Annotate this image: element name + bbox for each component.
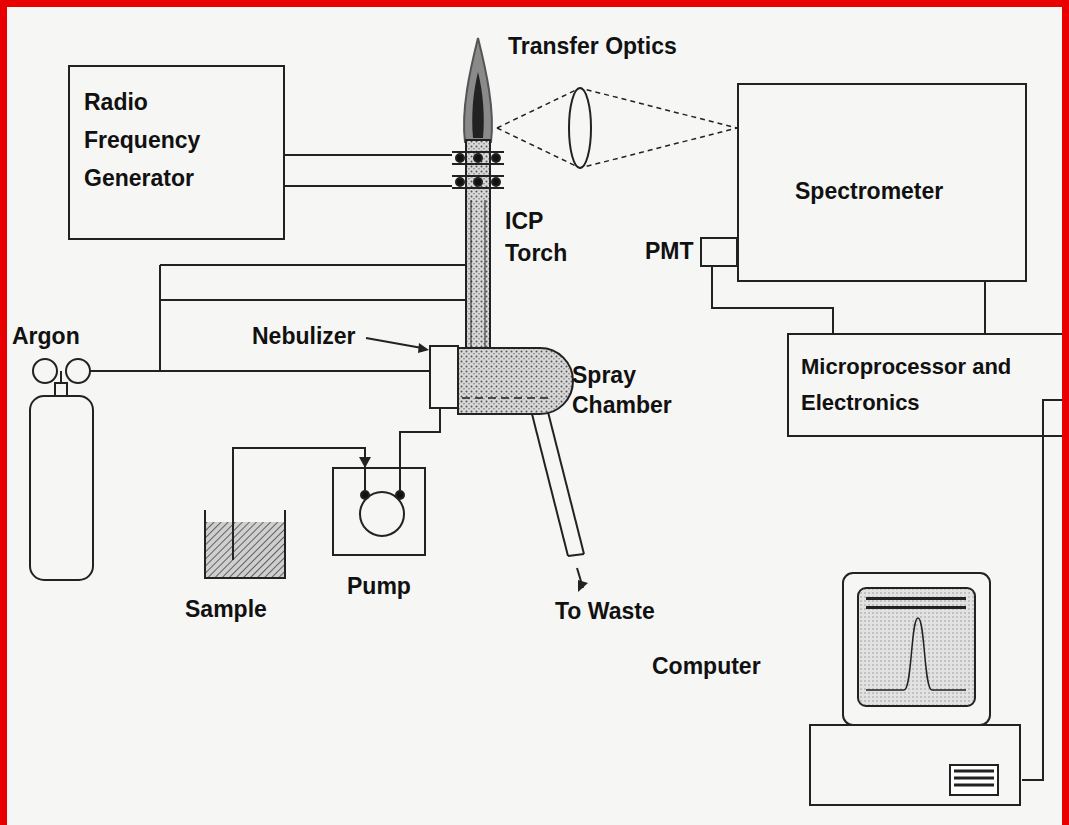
- part-label: Nebulizer: [252, 322, 372, 350]
- page-frame: [0, 0, 7, 825]
- connector: [712, 267, 833, 333]
- gas-line: [159, 265, 161, 371]
- pump-unit: Pump: [333, 468, 425, 600]
- torch-tube: [466, 140, 490, 352]
- connector-line: [712, 267, 833, 333]
- plasma-core: [472, 72, 484, 138]
- spectral-peak: [866, 618, 966, 690]
- gas-cylinder: [30, 396, 93, 580]
- gas-line: [90, 370, 430, 372]
- sample-vessel: Sample: [180, 505, 292, 623]
- computer-unit: Computer: [645, 570, 1022, 808]
- gas-supply: Argon: [10, 322, 105, 584]
- light-path: [497, 128, 737, 168]
- generator-box: Radio Frequency Generator: [68, 65, 285, 240]
- computer-monitor: [843, 573, 990, 725]
- node-label: Microprocessor and Electronics: [801, 349, 1057, 421]
- sample-beaker: [205, 510, 285, 578]
- part-label: ICP Torch: [505, 205, 577, 269]
- rf-wire: [285, 185, 452, 187]
- leader-arrow: [366, 338, 422, 348]
- node-label: Computer: [652, 652, 1022, 680]
- rf-coil: [452, 152, 504, 188]
- drain-tube: [532, 414, 568, 556]
- drain-tube: [548, 412, 584, 554]
- page-frame: [0, 0, 1069, 7]
- light-path: [497, 88, 737, 128]
- processor-box: Microprocessor and Electronics: [787, 333, 1069, 437]
- connector: [233, 448, 371, 505]
- node-label: Sample: [185, 595, 292, 623]
- node-label: Argon: [12, 322, 105, 350]
- node-label: Pump: [347, 572, 425, 600]
- part-label: Spray Chamber: [572, 360, 684, 420]
- computer-base: [810, 725, 1020, 805]
- connector-line: [984, 282, 986, 333]
- pump-body: [333, 468, 425, 555]
- connector-line: [1022, 400, 1069, 780]
- gas-line: [160, 299, 466, 301]
- part-label: Transfer Optics: [508, 32, 708, 60]
- sample-tube: [400, 408, 440, 468]
- rf-wire: [285, 154, 452, 156]
- detector-housing: [700, 237, 738, 267]
- page-frame: [1062, 0, 1069, 825]
- plasma-flame: [464, 38, 492, 142]
- part-label: To Waste: [555, 597, 675, 625]
- lens: [569, 88, 591, 168]
- arrowhead: [359, 457, 371, 468]
- spectrometer-box: Spectrometer: [737, 83, 1027, 282]
- node-label: PMT: [645, 237, 694, 265]
- spray-chamber: [458, 348, 573, 414]
- detector-box: PMT: [645, 237, 738, 267]
- connector: [1022, 400, 1069, 780]
- nebulizer-body: [430, 346, 458, 408]
- node-label: Spectrometer: [795, 177, 1015, 205]
- gas-line: [160, 264, 466, 266]
- connector: [985, 282, 986, 333]
- sample-liquid: [205, 522, 285, 578]
- connector-line: [233, 448, 365, 505]
- node-label: Radio Frequency Generator: [84, 83, 224, 197]
